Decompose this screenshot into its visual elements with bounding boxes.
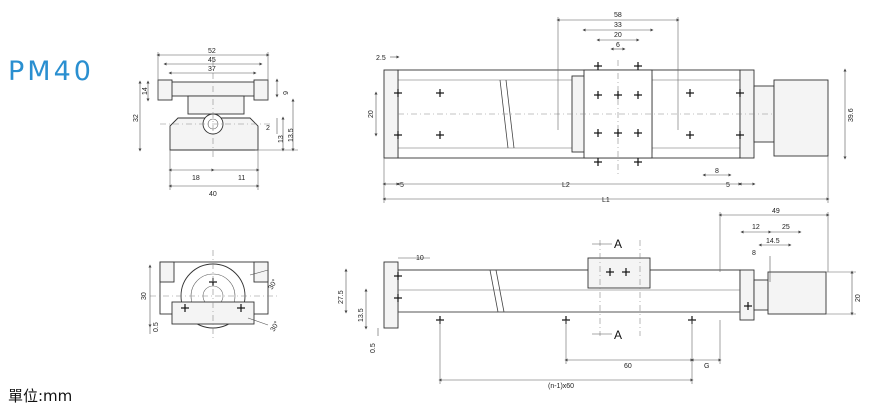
side-view: 30 0.5 30° 30° — [141, 250, 281, 340]
front-view: 52 45 37 14 32 6 2 13 13.5 18 11 40 — [133, 48, 298, 198]
dim-top-58: 58 — [614, 12, 622, 19]
dim-front-11: 11 — [238, 175, 245, 182]
dim-elev-20: 20 — [855, 294, 862, 302]
dim-front-45: 45 — [208, 57, 216, 64]
dim-front-52: 52 — [208, 48, 216, 55]
front-top-plate — [169, 81, 256, 97]
dim-front-2: 2 — [266, 125, 270, 132]
model-title: PM40 — [8, 56, 94, 87]
unit-label: 單位:mm — [8, 387, 73, 405]
dim-top-L1: L1 — [602, 197, 610, 204]
dim-elev-12: 12 — [752, 224, 760, 231]
dim-elev-10: 10 — [416, 255, 424, 262]
dim-side-30deg-top: 30° — [267, 278, 279, 291]
section-label-top: A — [614, 237, 622, 251]
dim-front-32: 32 — [133, 114, 140, 122]
dim-top-20-side: 20 — [368, 110, 375, 118]
dim-elev-49: 49 — [772, 208, 780, 215]
dim-front-18: 18 — [192, 175, 200, 182]
dim-top-L2: L2 — [562, 182, 570, 189]
dim-elev-13-5: 13.5 — [358, 308, 365, 322]
dim-elev-0-5: 0.5 — [370, 343, 377, 353]
elevation-view: 49 12 25 14.5 8 10 27.5 13.5 0.5 20 60 G… — [338, 208, 862, 390]
elev-rail — [397, 269, 741, 313]
front-carriage — [187, 95, 245, 115]
dim-side-30: 30 — [141, 292, 148, 300]
dim-top-2-5: 2.5 — [376, 55, 386, 62]
dim-elev-G: G — [704, 363, 709, 370]
dim-top-5-left: 5 — [400, 182, 404, 189]
elev-motor — [767, 271, 827, 315]
dim-side-0-5: 0.5 — [153, 322, 160, 332]
dim-elev-14-5: 14.5 — [766, 238, 780, 245]
dim-front-14: 14 — [142, 87, 149, 95]
top-view: 58 33 20 6 2.5 20 39.6 8 5 L2 5 L1 — [368, 12, 855, 204]
dim-top-39-6: 39.6 — [848, 108, 855, 122]
section-label-bottom: A — [614, 328, 622, 342]
dim-elev-27-5: 27.5 — [338, 290, 345, 304]
elev-end-right — [739, 269, 755, 321]
dim-elev-60: 60 — [624, 363, 632, 370]
dim-front-40: 40 — [209, 191, 217, 198]
dim-elev-25: 25 — [782, 224, 790, 231]
dim-top-6: 6 — [616, 42, 620, 49]
front-right-clamp — [253, 79, 269, 101]
dim-front-37: 37 — [208, 66, 216, 73]
dim-elev-8: 8 — [752, 250, 756, 257]
elev-end-left — [383, 261, 399, 329]
front-left-clamp — [157, 79, 173, 101]
dim-top-33: 33 — [614, 22, 622, 29]
dim-top-8: 8 — [715, 168, 719, 175]
dim-front-13-5: 13.5 — [288, 128, 295, 142]
dim-top-5-right: 5 — [726, 182, 730, 189]
dim-top-20: 20 — [614, 32, 622, 39]
dim-side-30deg-bottom: 30° — [269, 320, 281, 333]
elev-carriage — [587, 257, 651, 289]
top-end-left — [383, 69, 399, 159]
dim-front-13: 13 — [278, 135, 285, 143]
dim-elev-pitch: (n-1)x60 — [548, 383, 574, 390]
dim-front-6: 6 — [281, 91, 288, 95]
top-motor — [773, 79, 829, 157]
